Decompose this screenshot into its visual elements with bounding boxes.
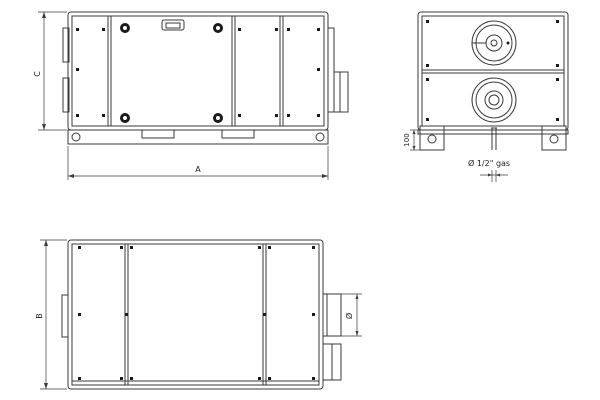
lower-fan: [471, 77, 517, 123]
gas-connection-pipe: [491, 127, 497, 150]
dimension-phi: [341, 293, 362, 337]
front-view-fasteners: [76, 23, 320, 123]
side-casing: [417, 11, 569, 131]
front-pipe-stub: [333, 71, 349, 113]
dimension-a-label: A: [195, 165, 201, 174]
right-flange: [327, 27, 335, 113]
dimension-100-label: 100: [403, 133, 411, 146]
side-base-rail: [417, 129, 569, 135]
dimension-b: [40, 239, 67, 390]
gas-dimension-arrows: [480, 170, 508, 182]
side-view-fasteners: [426, 20, 559, 121]
dimension-b-label: B: [35, 313, 44, 319]
top-left-flange: [61, 294, 69, 338]
front-base-rail: [67, 129, 329, 145]
dimension-a: [67, 146, 329, 180]
front-view: [38, 11, 349, 145]
left-flange: [62, 27, 70, 63]
dimension-phi-label: Ø: [344, 313, 354, 319]
gas-connection-label: Ø 1/2" gas: [468, 158, 510, 168]
dimension-c-label: C: [33, 71, 42, 77]
access-handle: [161, 19, 185, 31]
top-view: [40, 239, 342, 390]
top-view-fasteners: [78, 246, 315, 380]
top-duct-spigot: [322, 293, 342, 337]
side-view: [417, 11, 569, 151]
dimension-100: [410, 129, 420, 151]
top-casing: [67, 239, 324, 390]
upper-fan: [471, 20, 517, 66]
dimension-c: [38, 11, 67, 131]
